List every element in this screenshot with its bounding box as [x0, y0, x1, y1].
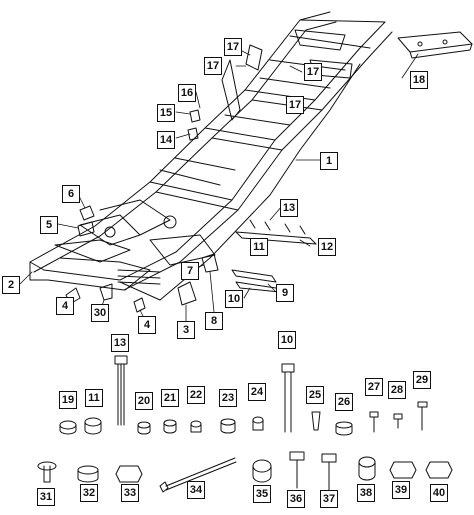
callout-5: 5	[40, 216, 58, 234]
callout-11a: 11	[250, 238, 268, 256]
crossmember-11	[235, 219, 317, 245]
callout-25: 25	[306, 386, 324, 404]
callout-19: 19	[59, 391, 77, 409]
fasteners-upper-row	[59, 401, 428, 436]
long-bolt-10	[281, 363, 295, 433]
callout-27: 27	[365, 378, 383, 396]
callout-21: 21	[161, 389, 179, 407]
callout-17a: 17	[224, 38, 242, 56]
callout-17d: 17	[286, 96, 304, 114]
callout-29: 29	[413, 371, 431, 389]
callout-20: 20	[135, 392, 153, 410]
callout-15: 15	[157, 104, 175, 122]
callout-10b: 10	[278, 331, 296, 349]
callout-7: 7	[181, 262, 199, 280]
callout-1: 1	[320, 152, 338, 170]
callout-28: 28	[388, 381, 406, 399]
callout-35: 35	[253, 485, 271, 503]
long-bolt-13	[114, 355, 128, 426]
callout-17c: 17	[304, 63, 322, 81]
callout-22: 22	[187, 386, 205, 404]
callout-17b: 17	[204, 57, 222, 75]
callout-18: 18	[410, 71, 428, 89]
callout-32: 32	[80, 484, 98, 502]
callout-4a: 4	[56, 297, 74, 315]
callout-6: 6	[62, 185, 80, 203]
callout-30: 30	[91, 304, 109, 322]
callout-2: 2	[2, 276, 20, 294]
callout-33: 33	[121, 484, 139, 502]
callout-16: 16	[178, 84, 196, 102]
callout-3: 3	[177, 321, 195, 339]
callout-12: 12	[318, 238, 336, 256]
callout-24: 24	[248, 383, 266, 401]
callout-4b: 4	[138, 316, 156, 334]
callout-40: 40	[430, 484, 448, 502]
fasteners-lower-row	[37, 451, 453, 493]
callout-13a: 13	[280, 199, 298, 217]
callout-38: 38	[357, 484, 375, 502]
callout-37: 37	[320, 490, 338, 508]
small-brackets	[65, 109, 219, 313]
callout-11b: 11	[85, 389, 103, 407]
callout-9: 9	[276, 284, 294, 302]
callout-23: 23	[219, 389, 237, 407]
callout-13b: 13	[111, 334, 129, 352]
skid-plate-18	[397, 31, 473, 59]
callout-31: 31	[37, 488, 55, 506]
callout-14: 14	[157, 131, 175, 149]
callout-10a: 10	[225, 290, 243, 308]
frame-assembly	[29, 11, 393, 301]
callout-39: 39	[392, 481, 410, 499]
callout-36: 36	[287, 490, 305, 508]
callout-34: 34	[187, 481, 205, 499]
callout-26: 26	[335, 393, 353, 411]
callout-8: 8	[205, 312, 223, 330]
